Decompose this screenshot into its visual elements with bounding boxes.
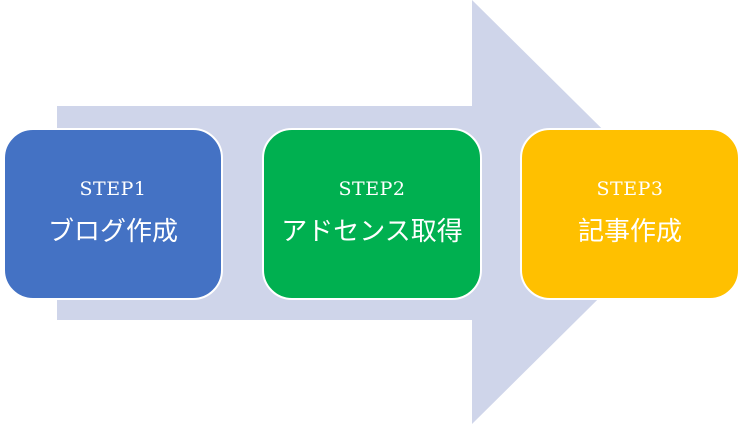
step-title-label: ブログ作成 [47, 216, 178, 247]
step-number-label: STEP3 [596, 177, 664, 200]
step-title-label: 記事作成 [577, 216, 682, 247]
step-number-label: STEP1 [79, 177, 147, 200]
step-box-2: STEP2 アドセンス取得 [262, 128, 482, 300]
step-box-3: STEP3 記事作成 [520, 128, 740, 300]
step-box-1: STEP1 ブログ作成 [3, 128, 223, 300]
step-number-label: STEP2 [338, 177, 406, 200]
step-title-label: アドセンス取得 [281, 216, 463, 247]
